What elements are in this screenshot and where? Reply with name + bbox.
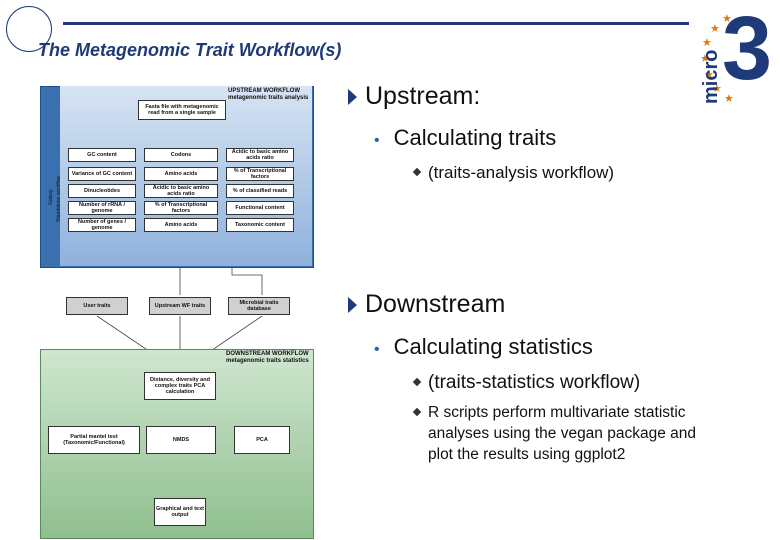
downstream-item: R scripts perform multivariate statistic…: [412, 402, 718, 465]
trait-node: Amino acids: [144, 167, 218, 181]
logo-digit: 3: [722, 0, 773, 99]
upstream-wf-traits-node: Upstream WF traits: [149, 297, 211, 315]
header-rule: [63, 22, 689, 25]
bullet-dot-icon: •: [374, 341, 380, 358]
trait-node: Acidic to basic amino acids ratio: [226, 148, 294, 162]
eu-star-icon: ★: [700, 53, 710, 65]
user-traits-node: User traits: [66, 297, 128, 315]
institution-globe-logo: [6, 6, 52, 52]
arrow-right-icon: [348, 296, 357, 313]
downstream-item-text: R scripts perform multivariate statistic…: [428, 404, 697, 463]
upstream-item-text: (traits-analysis workflow): [428, 163, 615, 182]
arrow-right-icon: [348, 88, 357, 105]
nmds-node: NMDS: [146, 426, 216, 454]
trait-node: Taxonomic content: [226, 218, 294, 232]
diamond-bullet-icon: [412, 167, 422, 177]
upstream-sub-bullet: • Calculating traits: [374, 125, 556, 151]
galaxy-side-label: Galaxy: [48, 189, 54, 205]
trait-node: Acidic to basic amino acids ratio: [144, 184, 218, 198]
upstream-bullet: Upstream:: [348, 82, 480, 111]
eu-star-icon: ★: [724, 93, 734, 105]
downstream-item-text: (traits-statistics workflow): [428, 372, 641, 393]
upstream-label: Upstream:: [365, 82, 481, 110]
output-node: Graphical and text output: [154, 498, 206, 526]
trait-node: Amino acids: [144, 218, 218, 232]
logo-word: micro: [700, 49, 722, 104]
eu-star-icon: ★: [704, 69, 714, 81]
mantel-test-node: Partial mantel test (Taxonomic/Functiona…: [48, 426, 140, 454]
pca-node: PCA: [234, 426, 290, 454]
upstream-sub-label: Calculating traits: [393, 125, 557, 150]
slide-title: The Metagenomic Trait Workflow(s): [38, 40, 342, 60]
microbial-traits-db-node: Microbial traits database: [228, 297, 290, 315]
downstream-label: Downstream: [365, 290, 506, 318]
trait-node: GC content: [68, 148, 136, 162]
diamond-bullet-icon: [412, 377, 422, 387]
eu-star-icon: ★: [710, 23, 720, 35]
upstream-item: (traits-analysis workflow): [412, 162, 615, 183]
downstream-bullet: Downstream: [348, 290, 505, 319]
trait-node: % of Transcriptional factors: [226, 167, 294, 181]
diamond-bullet-icon: [412, 407, 422, 417]
trait-node: % of Transcriptional factors: [144, 201, 218, 215]
trait-node: % of classified reads: [226, 184, 294, 198]
downstream-header: DOWNSTREAM WORKFLOW metagenomic traits s…: [226, 351, 309, 364]
standalone-side-label: Standalone workflow: [56, 175, 62, 222]
trait-node: Variance of GC content: [68, 167, 136, 181]
eu-star-icon: ★: [722, 13, 732, 25]
trait-node: Dinucleotides: [68, 184, 136, 198]
upstream-header: UPSTREAM WORKFLOW metagenomic traits ana…: [228, 88, 309, 101]
input-fasta-node: Fasta file with metagenomic read from a …: [138, 100, 226, 120]
downstream-sub-bullet: • Calculating statistics: [374, 334, 593, 360]
distance-pca-node: Distance, diversity and complex traits P…: [144, 372, 216, 400]
trait-node: Number of genes / genome: [68, 218, 136, 232]
trait-node: Number of rRNA / genome: [68, 201, 136, 215]
eu-star-icon: ★: [712, 83, 722, 95]
trait-node: Codons: [144, 148, 218, 162]
downstream-sub-label: Calculating statistics: [393, 334, 593, 359]
eu-star-icon: ★: [702, 37, 712, 49]
bullet-dot-icon: •: [374, 132, 380, 149]
micro3-logo: ★ ★ ★ ★ ★ ★ ★ 3 micro: [660, 0, 780, 130]
downstream-item: (traits-statistics workflow): [412, 372, 641, 393]
trait-node: Functional content: [226, 201, 294, 215]
